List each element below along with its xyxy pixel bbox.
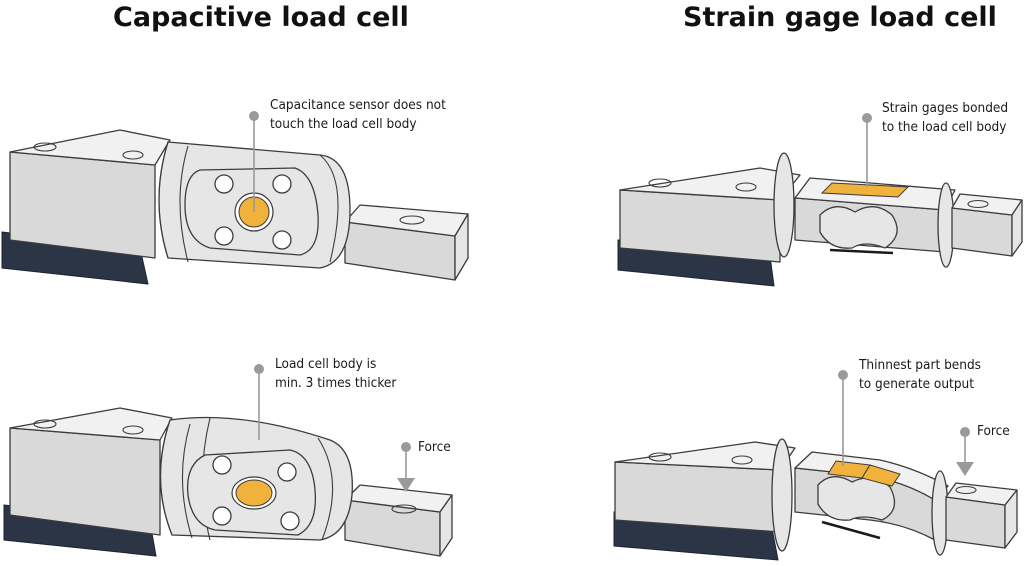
force-arrow bbox=[397, 442, 415, 492]
annotation-line: Capacitance sensor does not bbox=[270, 97, 446, 113]
annotation-capacitance-sensor: Capacitance sensor does not touch the lo… bbox=[270, 96, 446, 134]
capacitance-sensor bbox=[235, 479, 273, 507]
annotation-line: min. 3 times thicker bbox=[275, 375, 397, 391]
annotation-line: Load cell body is bbox=[275, 356, 377, 372]
annotation-line: to generate output bbox=[859, 376, 974, 392]
annotation-force-right: Force bbox=[977, 422, 1010, 441]
title-strain-gage: Strain gage load cell bbox=[683, 2, 997, 33]
annotation-body-thickness: Load cell body is min. 3 times thicker bbox=[275, 355, 396, 393]
annotation-force-left: Force bbox=[418, 438, 451, 457]
force-label: Force bbox=[418, 439, 451, 455]
strain-gage bbox=[820, 182, 910, 198]
force-arrow bbox=[956, 427, 974, 476]
annotation-thinnest-part: Thinnest part bends to generate output bbox=[859, 356, 981, 394]
annotation-line: to the load cell body bbox=[882, 119, 1007, 135]
strain-gage-load-cell-loaded bbox=[613, 370, 1018, 561]
title-capacitive: Capacitive load cell bbox=[113, 2, 409, 33]
strain-gage-load-cell-unloaded bbox=[617, 113, 1023, 287]
capacitive-load-cell-unloaded bbox=[1, 111, 469, 285]
annotation-line: Thinnest part bends bbox=[859, 357, 981, 373]
annotation-strain-gages: Strain gages bonded to the load cell bod… bbox=[882, 99, 1008, 137]
annotation-line: touch the load cell body bbox=[270, 116, 417, 132]
capacitive-load-cell-loaded bbox=[3, 364, 453, 557]
strain-gage bbox=[861, 464, 901, 487]
force-label: Force bbox=[977, 423, 1010, 439]
annotation-line: Strain gages bonded bbox=[882, 100, 1009, 116]
